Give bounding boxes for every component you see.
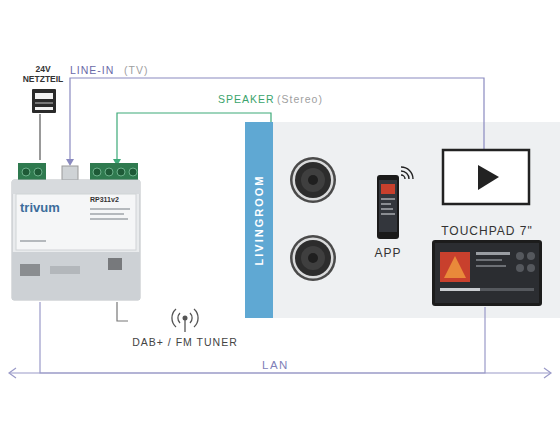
touchpad-button <box>516 252 524 260</box>
audio-server-device: trivum RP311v2 <box>10 160 142 302</box>
phone-screen <box>379 180 397 232</box>
phone-ui-line <box>381 213 395 215</box>
room-band: LIVINGROOM <box>245 122 273 318</box>
speaker-cone <box>295 162 331 198</box>
antenna-wave <box>178 313 180 323</box>
touchpad: TOUCHPAD 7" <box>432 222 542 307</box>
ethernet-port <box>20 264 40 276</box>
signal-note: (TV) <box>124 64 148 76</box>
speaker-ring <box>293 160 334 201</box>
lan-arrowhead <box>544 368 551 378</box>
speaker-ring <box>293 238 334 279</box>
app-label: APP <box>368 246 408 260</box>
phone-ui-line <box>381 198 395 200</box>
tv-screen <box>443 150 529 204</box>
speaker-cone-inner <box>301 246 325 270</box>
antenna-wave <box>194 309 198 327</box>
touchpad-frame <box>432 240 542 306</box>
lan-arrowhead <box>9 368 16 378</box>
terminal-screw <box>22 168 30 176</box>
device-print <box>90 208 130 210</box>
room-name: LIVINGROOM <box>245 122 273 318</box>
device-print <box>20 240 46 242</box>
phone-ui-line <box>381 203 391 205</box>
device-print <box>90 218 128 220</box>
wifi-arc <box>401 167 413 179</box>
line-in-socket <box>62 166 78 180</box>
line-in-wire <box>70 78 484 163</box>
power-wire <box>39 114 40 160</box>
touchpad-button <box>516 264 524 272</box>
phone-ui-line <box>381 208 393 210</box>
device-body <box>12 180 140 300</box>
model-number: RP311v2 <box>90 196 119 203</box>
tuner-label: DAB+ / FM TUNER <box>128 336 242 348</box>
touchpad-ui-line <box>476 259 502 261</box>
speaker-rim <box>290 235 336 281</box>
power-supply-label: 24V NETZTEIL <box>20 64 66 84</box>
signal-name: LINE-IN <box>70 64 114 76</box>
power-supply: 24V NETZTEIL <box>20 62 66 114</box>
network-label: LAN <box>262 359 289 371</box>
psu-detail <box>35 102 53 104</box>
antenna-wave <box>172 309 176 327</box>
device-front-panel <box>16 194 136 250</box>
wifi-arc <box>401 171 409 179</box>
antenna-cable <box>117 302 128 321</box>
audio-server-device-shape <box>10 160 142 302</box>
speaker-cone <box>295 240 331 276</box>
device-print <box>90 213 124 215</box>
terminal-screw <box>93 168 101 176</box>
room-area <box>245 122 560 318</box>
psu-terminal <box>35 93 53 99</box>
phone-body <box>377 175 399 239</box>
terminal-screw <box>117 168 125 176</box>
speaker-cap <box>308 175 318 185</box>
app-phone: APP <box>372 163 416 260</box>
touchpad-progress <box>440 288 534 291</box>
phone-cover-art <box>381 184 395 194</box>
antenna-dot <box>183 316 188 321</box>
tuner-antenna: DAB+ / FM TUNER <box>128 305 242 351</box>
line-in-arrowhead <box>66 159 74 166</box>
signal-name: SPEAKER <box>218 93 275 105</box>
touchpad-screen <box>435 243 539 303</box>
device-vent <box>50 266 80 274</box>
speaker-cap <box>308 253 318 263</box>
antenna-wave <box>190 313 192 323</box>
touchpad-label: TOUCHPAD 7" <box>432 224 542 238</box>
antenna-stem <box>184 320 185 332</box>
touchpad-ui-line <box>476 252 510 255</box>
lan-bus <box>10 372 550 373</box>
wifi-arc <box>401 175 405 179</box>
terminal-block <box>18 163 46 180</box>
touchpad-cover-art <box>444 256 466 278</box>
terminal-screw <box>105 168 113 176</box>
speaker-rim <box>290 157 336 203</box>
app-phone-shape <box>372 163 416 260</box>
brand-name: trivum <box>20 200 60 215</box>
signal-note: (Stereo) <box>277 93 323 105</box>
touchpad-cover-art <box>440 252 470 282</box>
touchpad-button <box>527 264 535 272</box>
terminal-screw <box>129 168 137 176</box>
terminal-block <box>90 163 138 180</box>
speaker-cone-inner <box>301 168 325 192</box>
psu-terminal <box>35 107 53 110</box>
play-icon <box>478 165 499 190</box>
psu-body <box>32 89 56 113</box>
device-lower-part <box>12 252 140 300</box>
terminal-screw <box>34 168 42 176</box>
touchpad-progress <box>440 288 480 291</box>
antenna-jack <box>108 258 122 270</box>
lan-connection <box>40 302 485 373</box>
touchpad-button <box>527 252 535 260</box>
touchpad-ui-line <box>476 265 506 267</box>
device-top-strip <box>12 180 140 194</box>
